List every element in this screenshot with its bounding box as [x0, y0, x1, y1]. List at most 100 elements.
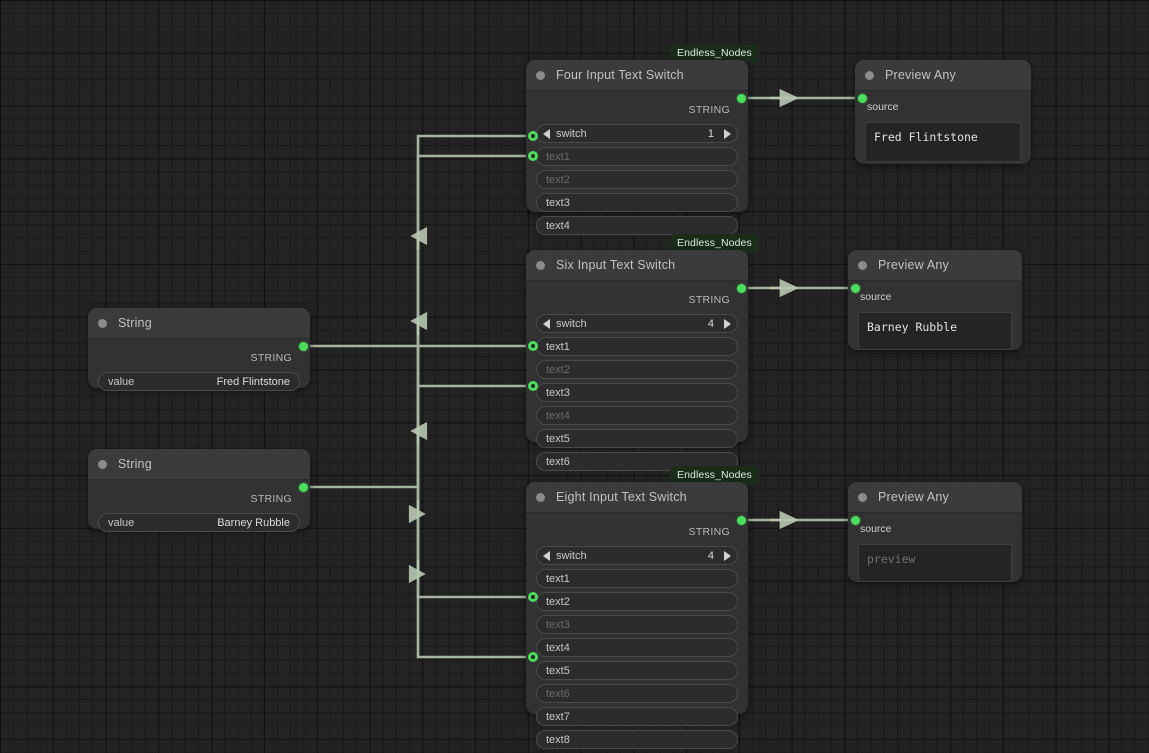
chevron-left-icon[interactable]	[543, 318, 550, 329]
port-in-six-text2[interactable]	[528, 341, 538, 351]
node-preview-any-2[interactable]: Preview Any source Barney Rubble	[848, 250, 1022, 350]
widget-name: text7	[546, 710, 570, 723]
widget-name: text3	[546, 386, 570, 399]
collapse-dot-icon[interactable]	[858, 260, 867, 270]
port-in-preview-any-1-source[interactable]	[858, 94, 867, 103]
widget-name: text3	[546, 196, 570, 209]
widget-text7[interactable]: text7	[536, 707, 738, 726]
node-title-bar[interactable]: Preview Any	[848, 250, 1022, 281]
port-in-eight-text3[interactable]	[528, 592, 538, 602]
collapse-dot-icon[interactable]	[536, 260, 545, 270]
widget-switch-combo[interactable]: switch 1	[536, 124, 738, 143]
port-out-six-input-string[interactable]	[737, 284, 746, 293]
widget-name: text5	[546, 664, 570, 677]
chevron-right-icon[interactable]	[724, 128, 731, 139]
widget-switch-combo[interactable]: switch 4	[536, 546, 738, 565]
output-slot-string[interactable]: STRING	[536, 522, 738, 541]
chevron-left-icon[interactable]	[543, 128, 550, 139]
widget-text2[interactable]: text2	[536, 360, 738, 379]
widget-name: text1	[546, 572, 570, 585]
widget-name: text4	[546, 219, 570, 232]
collapse-dot-icon[interactable]	[536, 492, 545, 502]
port-out-four-input-string[interactable]	[737, 94, 746, 103]
widget-text6[interactable]: text6	[536, 684, 738, 703]
node-preview-any-1[interactable]: Preview Any source Fred Flintstone	[855, 60, 1031, 164]
node-title-bar[interactable]: Six Input Text Switch	[526, 250, 748, 281]
node-title-bar[interactable]: Four Input Text Switch	[526, 60, 748, 91]
widget-name: text2	[546, 173, 570, 186]
port-in-eight-text6[interactable]	[528, 652, 538, 662]
widget-name: text1	[546, 340, 570, 353]
widget-value-text: Fred Flintstone	[216, 375, 290, 388]
widget-text4[interactable]: text4	[536, 638, 738, 657]
output-slot-label: STRING	[250, 351, 292, 364]
widget-text5[interactable]: text5	[536, 661, 738, 680]
node-title-bar[interactable]: Preview Any	[855, 60, 1031, 91]
node-string-1[interactable]: String STRING value Fred Flintstone	[88, 308, 310, 391]
widget-value[interactable]: value Fred Flintstone	[98, 372, 300, 391]
node-title-bar[interactable]: Preview Any	[848, 482, 1022, 513]
combo-label: switch	[556, 317, 587, 330]
node-title-bar[interactable]: String	[88, 449, 310, 480]
output-slot-string[interactable]: STRING	[98, 348, 300, 367]
port-in-preview-any-2-source[interactable]	[851, 284, 860, 293]
widget-text3[interactable]: text3	[536, 383, 738, 402]
combo-value: 4	[707, 317, 714, 330]
port-in-four-text1[interactable]	[528, 131, 538, 141]
combo-label: switch	[556, 549, 587, 562]
port-in-preview-any-3-source[interactable]	[851, 516, 860, 525]
chevron-left-icon[interactable]	[543, 550, 550, 561]
widget-name: text6	[546, 455, 570, 468]
widget-text1[interactable]: text1	[536, 569, 738, 588]
output-slot-label: STRING	[688, 525, 730, 538]
node-title-bar[interactable]: Eight Input Text Switch	[526, 482, 748, 513]
node-preview-any-3[interactable]: Preview Any source preview	[848, 482, 1022, 582]
collapse-dot-icon[interactable]	[98, 459, 107, 469]
input-slot-source[interactable]: source	[858, 521, 1012, 537]
output-slot-label: STRING	[688, 293, 730, 306]
widget-text4[interactable]: text4	[536, 216, 738, 235]
preview-output-text: preview	[858, 544, 1012, 582]
widget-text1[interactable]: text1	[536, 337, 738, 356]
collapse-dot-icon[interactable]	[536, 70, 545, 80]
node-body: STRING switch 1 text1 text2 text3 text4	[526, 91, 748, 250]
output-slot-string[interactable]: STRING	[536, 100, 738, 119]
node-six-input-text-switch[interactable]: Six Input Text Switch STRING switch 4 te…	[526, 250, 748, 471]
widget-switch-combo[interactable]: switch 4	[536, 314, 738, 333]
widget-text5[interactable]: text5	[536, 429, 738, 448]
widget-text3[interactable]: text3	[536, 615, 738, 634]
widget-text1[interactable]: text1	[536, 147, 738, 166]
input-slot-source[interactable]: source	[858, 289, 1012, 305]
input-slot-source[interactable]: source	[865, 99, 1021, 115]
port-out-string-1[interactable]	[299, 342, 308, 351]
collapse-dot-icon[interactable]	[865, 70, 874, 80]
widget-text8[interactable]: text8	[536, 730, 738, 749]
port-out-string-2[interactable]	[299, 483, 308, 492]
node-title-label: Preview Any	[878, 490, 949, 504]
widget-name: text1	[546, 150, 570, 163]
port-in-four-text2[interactable]	[528, 151, 538, 161]
widget-text3[interactable]: text3	[536, 193, 738, 212]
badge-endless-nodes-six: Endless_Nodes	[670, 234, 759, 253]
output-slot-string[interactable]: STRING	[98, 489, 300, 508]
collapse-dot-icon[interactable]	[858, 492, 867, 502]
widget-text2[interactable]: text2	[536, 592, 738, 611]
output-slot-string[interactable]: STRING	[536, 290, 738, 309]
node-four-input-text-switch[interactable]: Four Input Text Switch STRING switch 1 t…	[526, 60, 748, 235]
node-string-2[interactable]: String STRING value Barney Rubble	[88, 449, 310, 532]
widget-value[interactable]: value Barney Rubble	[98, 513, 300, 532]
node-title-bar[interactable]: String	[88, 308, 310, 339]
input-slot-label: source	[860, 523, 892, 535]
node-title-label: Eight Input Text Switch	[556, 490, 687, 504]
widget-text2[interactable]: text2	[536, 170, 738, 189]
chevron-right-icon[interactable]	[724, 550, 731, 561]
chevron-right-icon[interactable]	[724, 318, 731, 329]
port-in-six-text4[interactable]	[528, 381, 538, 391]
widget-text4[interactable]: text4	[536, 406, 738, 425]
node-eight-input-text-switch[interactable]: Eight Input Text Switch STRING switch 4 …	[526, 482, 748, 749]
collapse-dot-icon[interactable]	[98, 318, 107, 328]
node-title-label: Six Input Text Switch	[556, 258, 676, 272]
port-out-eight-input-string[interactable]	[737, 516, 746, 525]
node-body: STRING value Fred Flintstone	[88, 339, 310, 406]
